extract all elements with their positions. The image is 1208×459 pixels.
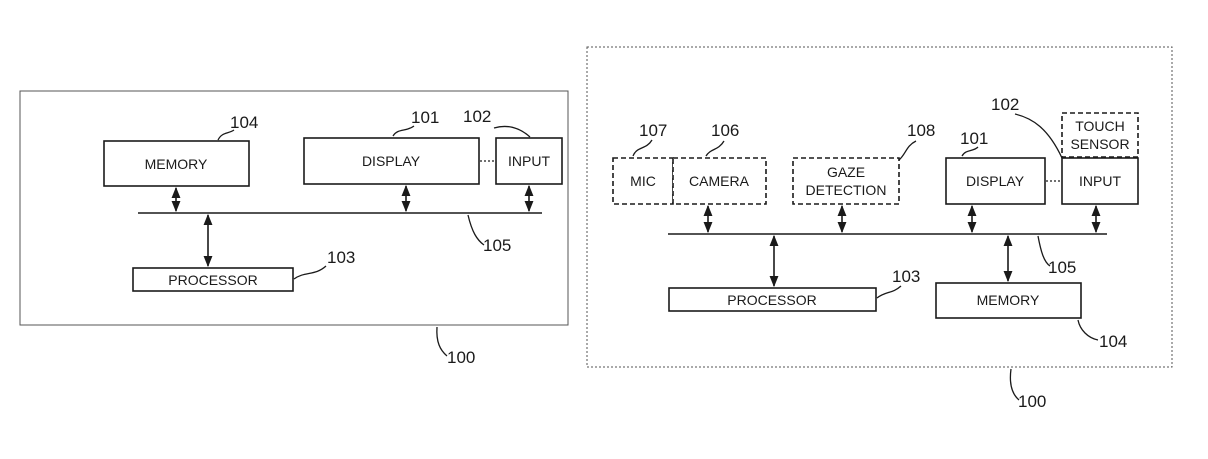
left-leader-input bbox=[493, 125, 531, 138]
right-processor-label: PROCESSOR bbox=[727, 292, 816, 308]
left-ref-display: 101 bbox=[411, 108, 439, 127]
left-processor-label: PROCESSOR bbox=[168, 272, 257, 288]
right-ref-device: 100 bbox=[1018, 392, 1046, 411]
right-ref-input: 102 bbox=[991, 95, 1019, 114]
right-ref-memory: 104 bbox=[1099, 332, 1127, 351]
right-camera-box bbox=[672, 157, 767, 205]
left-leader-memory bbox=[217, 129, 235, 141]
right-memory-label: MEMORY bbox=[977, 292, 1040, 308]
left-processor-box bbox=[132, 267, 294, 292]
right-display-box bbox=[945, 157, 1046, 205]
left-leader-device bbox=[436, 326, 448, 357]
right-leader-bus bbox=[1037, 235, 1051, 267]
right-display-label: DISPLAY bbox=[966, 173, 1025, 189]
left-device-frame bbox=[19, 90, 569, 326]
right-leader-mic bbox=[632, 139, 653, 157]
right-touch-sensor-box bbox=[1061, 112, 1139, 158]
left-leader-bus bbox=[467, 214, 485, 246]
right-diagram: MIC CAMERA GAZE DETECTION DISPLAY TOUCH … bbox=[586, 46, 1173, 411]
right-leader-memory bbox=[1077, 319, 1099, 341]
right-device-frame bbox=[586, 46, 1173, 368]
right-input-label: INPUT bbox=[1079, 173, 1121, 189]
right-ref-processor: 103 bbox=[892, 267, 920, 286]
right-leader-display bbox=[961, 146, 979, 157]
right-leader-input bbox=[1014, 113, 1063, 159]
right-processor-box bbox=[668, 287, 877, 312]
left-ref-input: 102 bbox=[463, 107, 491, 126]
right-ref-camera: 106 bbox=[711, 121, 739, 140]
right-leader-gaze bbox=[898, 140, 917, 161]
left-display-box bbox=[303, 137, 480, 185]
right-ref-gaze: 108 bbox=[907, 121, 935, 140]
right-leader-processor bbox=[876, 285, 902, 299]
right-memory-box bbox=[935, 282, 1082, 319]
right-input-box bbox=[1061, 157, 1139, 205]
left-diagram: MEMORY DISPLAY INPUT PROCESSOR 104 101 1… bbox=[19, 90, 569, 367]
left-memory-box bbox=[103, 140, 250, 187]
right-leader-camera bbox=[705, 140, 725, 157]
left-ref-processor: 103 bbox=[327, 248, 355, 267]
right-camera-label: CAMERA bbox=[689, 173, 750, 189]
left-ref-memory: 104 bbox=[230, 113, 258, 132]
left-display-label: DISPLAY bbox=[362, 153, 421, 169]
left-leader-display bbox=[392, 125, 415, 137]
left-input-box bbox=[495, 137, 563, 185]
right-leader-device bbox=[1009, 368, 1020, 401]
right-gaze-label-2: DETECTION bbox=[806, 182, 887, 198]
left-leader-processor bbox=[293, 265, 327, 280]
right-gaze-label-1: GAZE bbox=[827, 164, 865, 180]
left-ref-device: 100 bbox=[447, 348, 475, 367]
right-touch-label-1: TOUCH bbox=[1075, 118, 1125, 134]
right-mic-label: MIC bbox=[630, 173, 656, 189]
left-memory-label: MEMORY bbox=[145, 156, 208, 172]
right-ref-mic: 107 bbox=[639, 121, 667, 140]
right-ref-display: 101 bbox=[960, 129, 988, 148]
right-ref-bus: 105 bbox=[1048, 258, 1076, 277]
right-gaze-box bbox=[792, 157, 900, 205]
left-input-label: INPUT bbox=[508, 153, 550, 169]
left-ref-bus: 105 bbox=[483, 236, 511, 255]
right-touch-label-2: SENSOR bbox=[1070, 136, 1129, 152]
